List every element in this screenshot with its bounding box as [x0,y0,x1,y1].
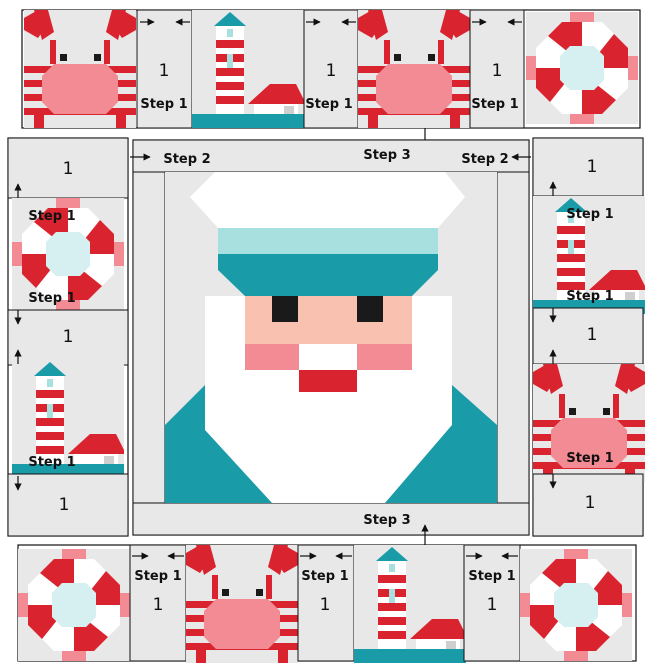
life-ring-block [526,12,638,124]
sailor-santa-block [165,172,497,503]
step-3-label: Step 3 [363,148,410,163]
step-3-label: Step 3 [363,513,410,528]
bottom-row: Step 1 Step 1 Step 1 1 1 1 [18,545,636,663]
crab-block [358,10,470,128]
step-1-label: Step 1 [566,451,613,466]
step-1-label: Step 1 [28,291,75,306]
piece-count: 1 [587,325,598,345]
step-1-label: Step 1 [305,97,352,112]
piece-count: 1 [59,495,70,515]
piece-count: 1 [326,61,337,81]
piece-count: 1 [492,61,503,81]
left-border-strip [133,172,165,503]
lighthouse-block [354,545,466,663]
piece-count: 1 [487,595,498,615]
bottom-border-strip [133,503,529,535]
piece-count: 1 [320,595,331,615]
step-1-label: Step 1 [140,97,187,112]
lighthouse-block [192,10,304,128]
crab-block [24,10,136,128]
step-1-label: Step 1 [566,207,613,222]
piece-count: 1 [63,327,74,347]
step-1-label: Step 1 [28,455,75,470]
step-1-label: Step 1 [566,289,613,304]
piece-count: 1 [587,157,598,177]
piece-count: 1 [63,159,74,179]
step-1-label: Step 1 [28,209,75,224]
right-border-strip [497,172,529,503]
step-1-label: Step 1 [468,569,515,584]
left-column: 1 1 1 Step 1 Step 1 Step 1 [8,138,128,536]
life-ring-block [18,549,130,661]
center-block: Step 2 Step 2 Step 3 Step 3 [130,140,531,545]
piece-count: 1 [159,61,170,81]
step-1-label: Step 1 [471,97,518,112]
right-column: 1 1 1 Step 1 Step 1 Step 1 [533,138,645,536]
step-1-label: Step 1 [301,569,348,584]
life-ring-block [520,549,632,661]
piece-count: 1 [153,595,164,615]
top-row: 1 1 1 Step 1 Step 1 Step 1 [22,10,640,150]
crab-block [186,545,298,663]
step-1-label: Step 1 [134,569,181,584]
step-2-label: Step 2 [461,152,508,167]
step-2-label: Step 2 [163,152,210,167]
piece-count: 1 [585,493,596,513]
